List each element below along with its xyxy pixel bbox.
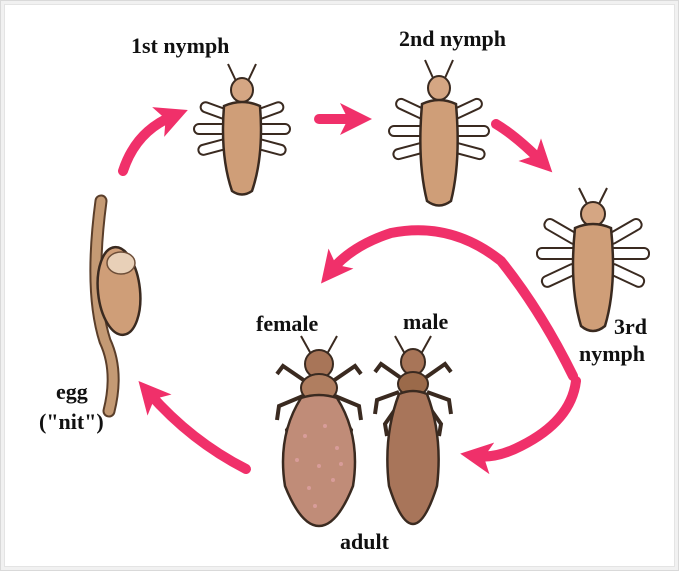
egg-nit-illustration xyxy=(94,201,145,411)
arrow-2nd-to-3rd-nymph xyxy=(496,124,541,161)
label-1st-nymph: 1st nymph xyxy=(131,33,229,58)
arrow-adult-to-egg xyxy=(149,393,246,469)
second-nymph-illustration xyxy=(389,60,489,206)
label-nit: ("nit") xyxy=(39,409,104,434)
adult-female-illustration xyxy=(277,336,361,526)
label-egg: egg xyxy=(56,379,88,404)
third-nymph-illustration xyxy=(537,188,649,331)
cycle-arrows xyxy=(123,116,576,469)
arrow-adult-to-adult-return xyxy=(476,381,576,457)
label-male: male xyxy=(403,309,448,334)
adult-male-illustration xyxy=(375,336,451,524)
first-nymph-illustration xyxy=(194,64,290,195)
label-nymph: nymph xyxy=(579,341,645,366)
label-3rd: 3rd xyxy=(614,314,647,339)
arrow-egg-to-1st-nymph xyxy=(123,116,173,171)
label-2nd-nymph: 2nd nymph xyxy=(399,26,506,51)
label-female: female xyxy=(256,311,319,336)
label-adult: adult xyxy=(340,529,390,554)
